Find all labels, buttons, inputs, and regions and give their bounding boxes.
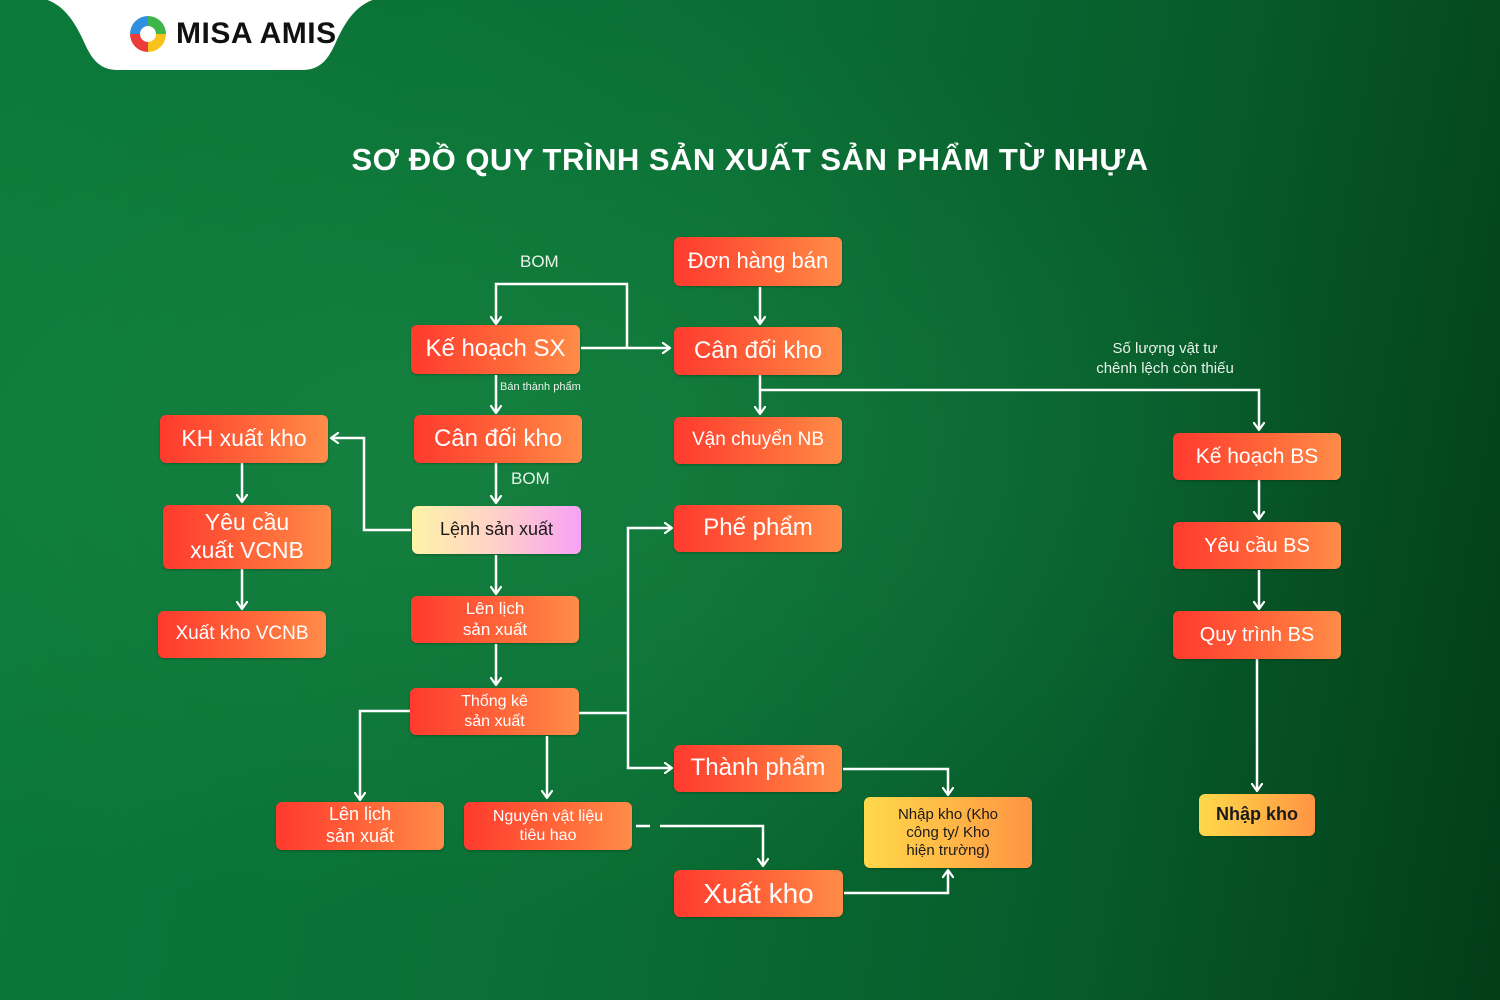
node-text-line: công ty/ Kho bbox=[906, 823, 990, 841]
logo-tab-background bbox=[47, 0, 373, 70]
node-text-line: Yêu cầu bbox=[204, 509, 290, 536]
misa-swirl-logo-icon bbox=[130, 16, 166, 52]
node-yeu-cau-bs[interactable]: Yêu cầu BS bbox=[1173, 522, 1341, 569]
node-kh-xuat-kho[interactable]: KH xuất kho bbox=[160, 415, 328, 463]
edge-thongke-lenlich2 bbox=[360, 709, 410, 800]
node-ke-hoach-bs[interactable]: Kế hoạch BS bbox=[1173, 433, 1341, 480]
node-yeu-cau-xuat-vcnb[interactable]: Yêu cầu xuất VCNB bbox=[163, 505, 331, 569]
node-text-line: hiện trường) bbox=[906, 841, 990, 859]
node-ke-hoach-sx[interactable]: Kế hoạch SX bbox=[411, 325, 580, 374]
node-thanh-pham[interactable]: Thành phẩm bbox=[674, 745, 842, 792]
node-quy-trinh-bs[interactable]: Quy trình BS bbox=[1173, 611, 1341, 659]
page-title: SƠ ĐỒ QUY TRÌNH SẢN XUẤT SẢN PHẨM TỪ NHỰ… bbox=[351, 142, 1149, 177]
edge-label-so-luong: Số lượng vật tư chênh lệch còn thiếu bbox=[1060, 339, 1270, 380]
edge-xuatkho-nhapkho bbox=[844, 870, 948, 895]
edge-thongke-thanhpham bbox=[626, 713, 672, 768]
node-text-line: Lên lịch bbox=[328, 804, 392, 825]
node-phe-pham[interactable]: Phế phẩm bbox=[674, 505, 842, 552]
node-nvl-tieu-hao[interactable]: Nguyên vật liệu tiêu hao bbox=[464, 802, 632, 850]
node-len-lich-san-xuat-1[interactable]: Lên lịch sản xuất bbox=[411, 596, 579, 643]
node-text-line: sản xuất bbox=[464, 712, 525, 730]
edge-label-bom-mid: BOM bbox=[511, 469, 550, 488]
edge-label-line-2: chênh lệch còn thiếu bbox=[1096, 360, 1234, 378]
node-van-chuyen-nb[interactable]: Vận chuyển NB bbox=[674, 417, 842, 464]
node-don-hang-ban[interactable]: Đơn hàng bán bbox=[674, 237, 842, 286]
node-can-doi-kho-top[interactable]: Cân đối kho bbox=[674, 327, 842, 375]
edge-label-line-1: Số lượng vật tư bbox=[1112, 340, 1218, 357]
node-text-line: xuất VCNB bbox=[190, 537, 304, 563]
node-can-doi-kho-mid[interactable]: Cân đối kho bbox=[414, 415, 582, 463]
brand-header: MISA AMIS bbox=[40, 0, 380, 72]
node-text-line: tiêu hao bbox=[519, 827, 577, 844]
node-nhap-kho[interactable]: Nhập kho bbox=[1199, 794, 1315, 836]
brand-name: MISA AMIS bbox=[176, 17, 337, 50]
edge-label-bom-top: BOM bbox=[520, 252, 559, 271]
node-xuat-kho[interactable]: Xuất kho bbox=[674, 870, 843, 917]
edge-lenhsx-khxuatkho bbox=[331, 438, 411, 532]
edge-label-ban-thanh-pham: Bán thành phẩm bbox=[500, 381, 581, 393]
edge-nvl-xuatkho bbox=[660, 824, 763, 866]
edge-thanhpham-nhapkho bbox=[843, 767, 948, 795]
node-nhap-kho-cong-ty[interactable]: Nhập kho (Kho công ty/ Kho hiện trường) bbox=[864, 797, 1032, 868]
node-text-line: sản xuất bbox=[462, 619, 528, 639]
node-lenh-san-xuat[interactable]: Lệnh sản xuất bbox=[412, 506, 581, 554]
node-text-line: Lên lịch bbox=[465, 599, 525, 619]
edge-thongke-phepham bbox=[579, 528, 672, 715]
node-xuat-kho-vcnb[interactable]: Xuất kho VCNB bbox=[158, 611, 326, 658]
node-text-line: Nguyên vật liệu bbox=[492, 807, 604, 825]
node-text-line: sản xuất bbox=[325, 826, 395, 846]
node-text-line: Thống kê bbox=[461, 693, 528, 711]
node-thong-ke-san-xuat[interactable]: Thống kê sản xuất bbox=[410, 688, 579, 735]
brand-logo: MISA AMIS bbox=[128, 12, 337, 56]
node-text-line: Nhập kho (Kho bbox=[897, 805, 999, 823]
node-len-lich-san-xuat-2[interactable]: Lên lịch sản xuất bbox=[276, 802, 444, 850]
